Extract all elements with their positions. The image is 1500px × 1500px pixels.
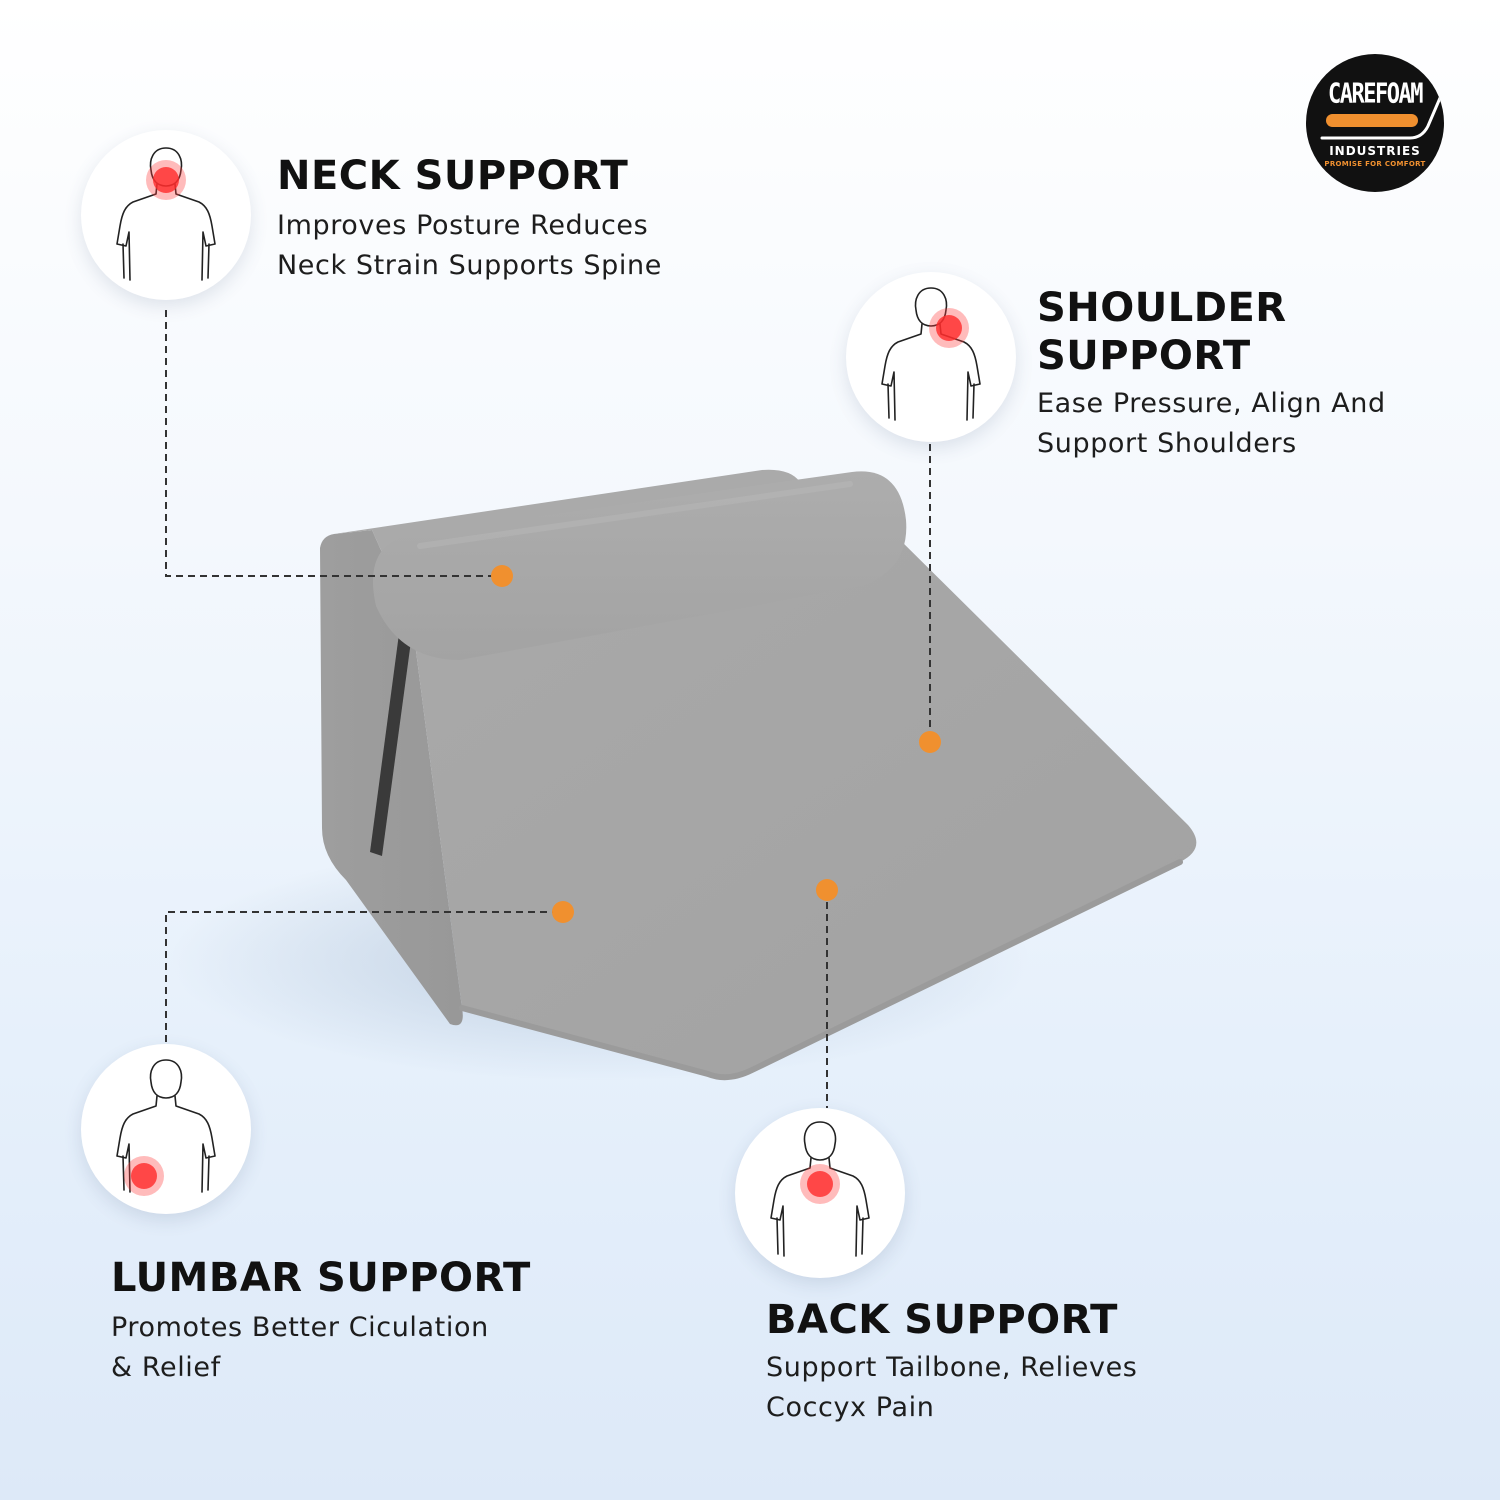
lumbar-support-title: LUMBAR SUPPORT xyxy=(111,1255,531,1301)
back-icon-circle xyxy=(735,1108,905,1278)
lumbar-marker-dot xyxy=(552,901,574,923)
shoulder-support-title-line-2: SUPPORT xyxy=(1037,333,1251,379)
back-marker-dot xyxy=(816,879,838,901)
back-support-block: BACK SUPPORT Support Tailbone, Relieves … xyxy=(766,1296,1137,1428)
neck-roll-highlight xyxy=(417,481,853,549)
lumbar-support-desc-line-1: Promotes Better Ciculation xyxy=(111,1312,489,1343)
lumbar-support-block: LUMBAR SUPPORT Promotes Better Ciculatio… xyxy=(111,1254,531,1388)
shoulder-icon-circle xyxy=(846,272,1016,442)
lumbar-icon-circle xyxy=(81,1044,251,1214)
brand-subname: INDUSTRIES xyxy=(1329,144,1421,158)
back-pain-figure-icon xyxy=(770,1121,870,1257)
shoulder-support-desc-line-2: Support Shoulders xyxy=(1037,428,1297,459)
back-support-title: BACK SUPPORT xyxy=(766,1297,1118,1343)
brand-tagline: PROMISE FOR COMFORT xyxy=(1324,160,1426,168)
neck-marker-dot xyxy=(491,565,513,587)
shoulder-support-block: SHOULDER SUPPORT Ease Pressure, Align An… xyxy=(1037,284,1386,464)
neck-support-desc-line-2: Neck Strain Supports Spine xyxy=(277,250,662,281)
pillow-slope-face xyxy=(412,519,1197,1078)
lumbar-support-desc-line-2: & Relief xyxy=(111,1352,221,1383)
brand-name: CAREFOAM xyxy=(1328,78,1423,111)
lumbar-pain-figure-icon xyxy=(116,1059,216,1196)
neck-pain-figure-icon xyxy=(116,147,216,281)
pillow-front-edge xyxy=(459,859,1183,1081)
neck-support-desc-line-1: Improves Posture Reduces xyxy=(277,210,649,241)
pillow-strap xyxy=(370,596,416,856)
brand-logo: CAREFOAM INDUSTRIES PROMISE FOR COMFORT xyxy=(1306,54,1444,192)
neck-icon-circle xyxy=(81,130,251,300)
back-support-desc-line-1: Support Tailbone, Relieves xyxy=(766,1352,1138,1383)
shoulder-pain-figure-icon xyxy=(881,287,981,421)
shoulder-marker-dot xyxy=(919,731,941,753)
neck-support-block: NECK SUPPORT Improves Posture Reduces Ne… xyxy=(277,152,662,286)
neck-roll xyxy=(372,471,907,660)
brand-swoosh-icon xyxy=(1320,96,1442,140)
shoulder-support-title-line-1: SHOULDER xyxy=(1037,285,1287,331)
neck-connector-line xyxy=(165,310,502,577)
back-support-desc-line-2: Coccyx Pain xyxy=(766,1392,935,1423)
shoulder-support-desc-line-1: Ease Pressure, Align And xyxy=(1037,388,1386,419)
neck-support-title: NECK SUPPORT xyxy=(277,153,629,199)
